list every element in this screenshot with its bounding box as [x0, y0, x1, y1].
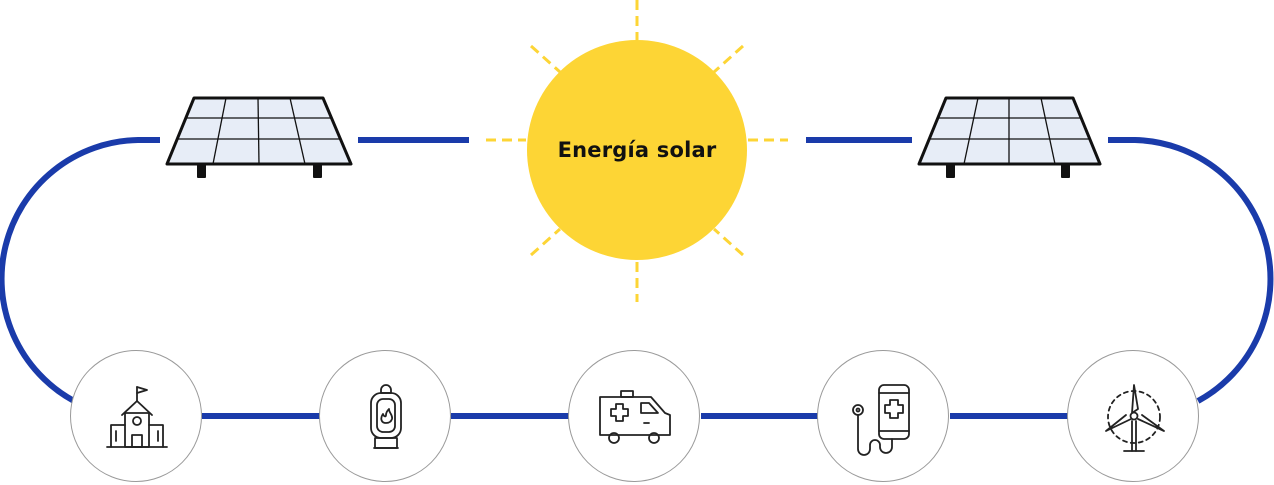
mobile-health-icon — [852, 384, 910, 456]
mobile-health-circle — [817, 350, 949, 482]
solar-panel-left — [165, 96, 353, 178]
sun-label: Energía solar — [557, 138, 717, 162]
sun-rays — [486, 0, 788, 302]
connection-lines — [0, 137, 1274, 419]
right-loop-line — [1108, 137, 1274, 404]
ambulance-icon — [599, 390, 671, 444]
ambulance-circle — [568, 350, 700, 482]
solar-panel-right — [917, 96, 1102, 178]
sun-icon — [527, 40, 747, 260]
wind-turbine-icon — [1105, 384, 1165, 452]
lantern-icon — [370, 384, 402, 449]
left-loop-line — [0, 137, 160, 404]
school-icon — [106, 386, 168, 448]
school-circle — [70, 350, 202, 482]
lantern-circle — [319, 350, 451, 482]
wind-turbine-circle — [1067, 350, 1199, 482]
